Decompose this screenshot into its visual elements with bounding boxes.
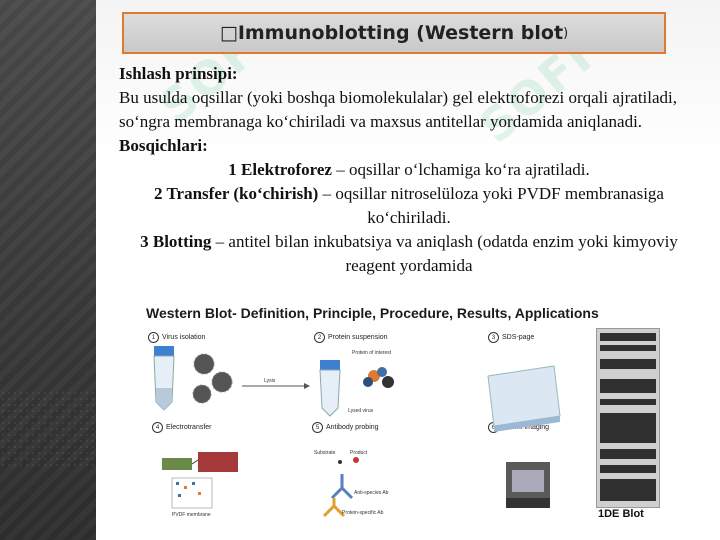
title-text: Immunoblotting (Western blot xyxy=(237,22,564,44)
figure-illustrations xyxy=(153,346,561,518)
virus-cluster-icon xyxy=(192,353,233,404)
antibody-icon xyxy=(322,457,359,518)
step-item: 2 Transfer (ko‘chirish) – oqsillar nitro… xyxy=(119,182,699,230)
step-number: 2 xyxy=(314,332,325,343)
blot-band xyxy=(600,345,656,351)
step-number: 1 xyxy=(148,332,159,343)
step-name: Protein suspension xyxy=(328,334,388,341)
title-paren: ) xyxy=(563,25,569,41)
steps-heading: Bosqichlari: xyxy=(119,136,208,155)
step-label: 1 Elektroforez xyxy=(228,160,332,179)
step-item: 3 Blotting – antitel bilan inkubatsiya v… xyxy=(119,230,699,278)
principle-heading: Ishlash prinsipi: xyxy=(119,64,238,83)
step-name: Virus isolation xyxy=(162,334,206,341)
note-product: Product xyxy=(350,450,368,456)
blot-band xyxy=(600,333,656,341)
arrow-head-icon xyxy=(304,383,310,389)
note-lysis: Lysis xyxy=(264,378,276,384)
note-protein-specific: Protein-specific Ab xyxy=(342,510,384,516)
step-name: SDS-page xyxy=(502,334,535,341)
step-number: 5 xyxy=(312,422,323,433)
step-label: 2 Transfer (ko‘chirish) xyxy=(154,184,319,203)
step-text: – oqsillar o‘lchamiga ko‘ra ajratiladi. xyxy=(331,160,590,179)
step-name: Electrotransfer xyxy=(166,424,212,431)
imager-device-icon xyxy=(506,462,550,508)
figure-title: Western Blot- Definition, Principle, Pro… xyxy=(146,305,599,321)
step-name: Antibody probing xyxy=(326,424,379,431)
blot-band xyxy=(600,379,656,393)
note-pvdf: PVDF membrane xyxy=(172,512,211,518)
blot-band xyxy=(600,359,656,369)
blot-band xyxy=(600,413,656,443)
blot-band xyxy=(600,399,656,405)
left-decorative-band xyxy=(0,0,96,540)
sds-gel-icon xyxy=(487,365,561,432)
step-label: 3 Blotting xyxy=(140,232,212,251)
western-blot-figure: Western Blot- Definition, Principle, Pro… xyxy=(142,302,680,528)
step-number: 4 xyxy=(152,422,163,433)
protein-cluster-icon xyxy=(363,367,394,388)
principle-text: Bu usulda oqsillar (yoki boshqa biomolek… xyxy=(119,88,678,131)
note-lysed-virus: Lysed virus xyxy=(348,408,374,414)
note-anti-species: Anti-species Ab xyxy=(354,490,389,496)
step-number: 3 xyxy=(488,332,499,343)
body-text: Ishlash prinsipi: Bu usulda oqsillar (yo… xyxy=(119,62,699,278)
blot-label: 1DE Blot xyxy=(598,508,644,520)
step-item: 1 Elektroforez – oqsillar o‘lchamiga ko‘… xyxy=(119,158,699,182)
slide-title: □ Immunoblotting (Western blot ) xyxy=(122,12,666,54)
blot-band xyxy=(600,479,656,501)
blot-band xyxy=(600,449,656,459)
step-name: Chemi-imaging xyxy=(502,424,550,431)
protein-tube-icon xyxy=(319,360,341,417)
dot-pattern xyxy=(0,390,96,470)
blot-strip xyxy=(596,328,660,508)
title-icon: □ xyxy=(219,22,238,44)
note-substrate: Substrate xyxy=(314,450,336,456)
blot-band xyxy=(600,465,656,473)
note-protein-of-interest: Protein of interest xyxy=(352,350,392,356)
electrotransfer-icon xyxy=(162,452,238,472)
virus-tube-icon xyxy=(153,346,175,411)
pvdf-membrane-icon xyxy=(171,477,213,509)
step-text: – antitel bilan inkubatsiya va aniqlash … xyxy=(211,232,678,275)
step-text: – oqsillar nitroselüloza yoki PVDF membr… xyxy=(318,184,664,227)
